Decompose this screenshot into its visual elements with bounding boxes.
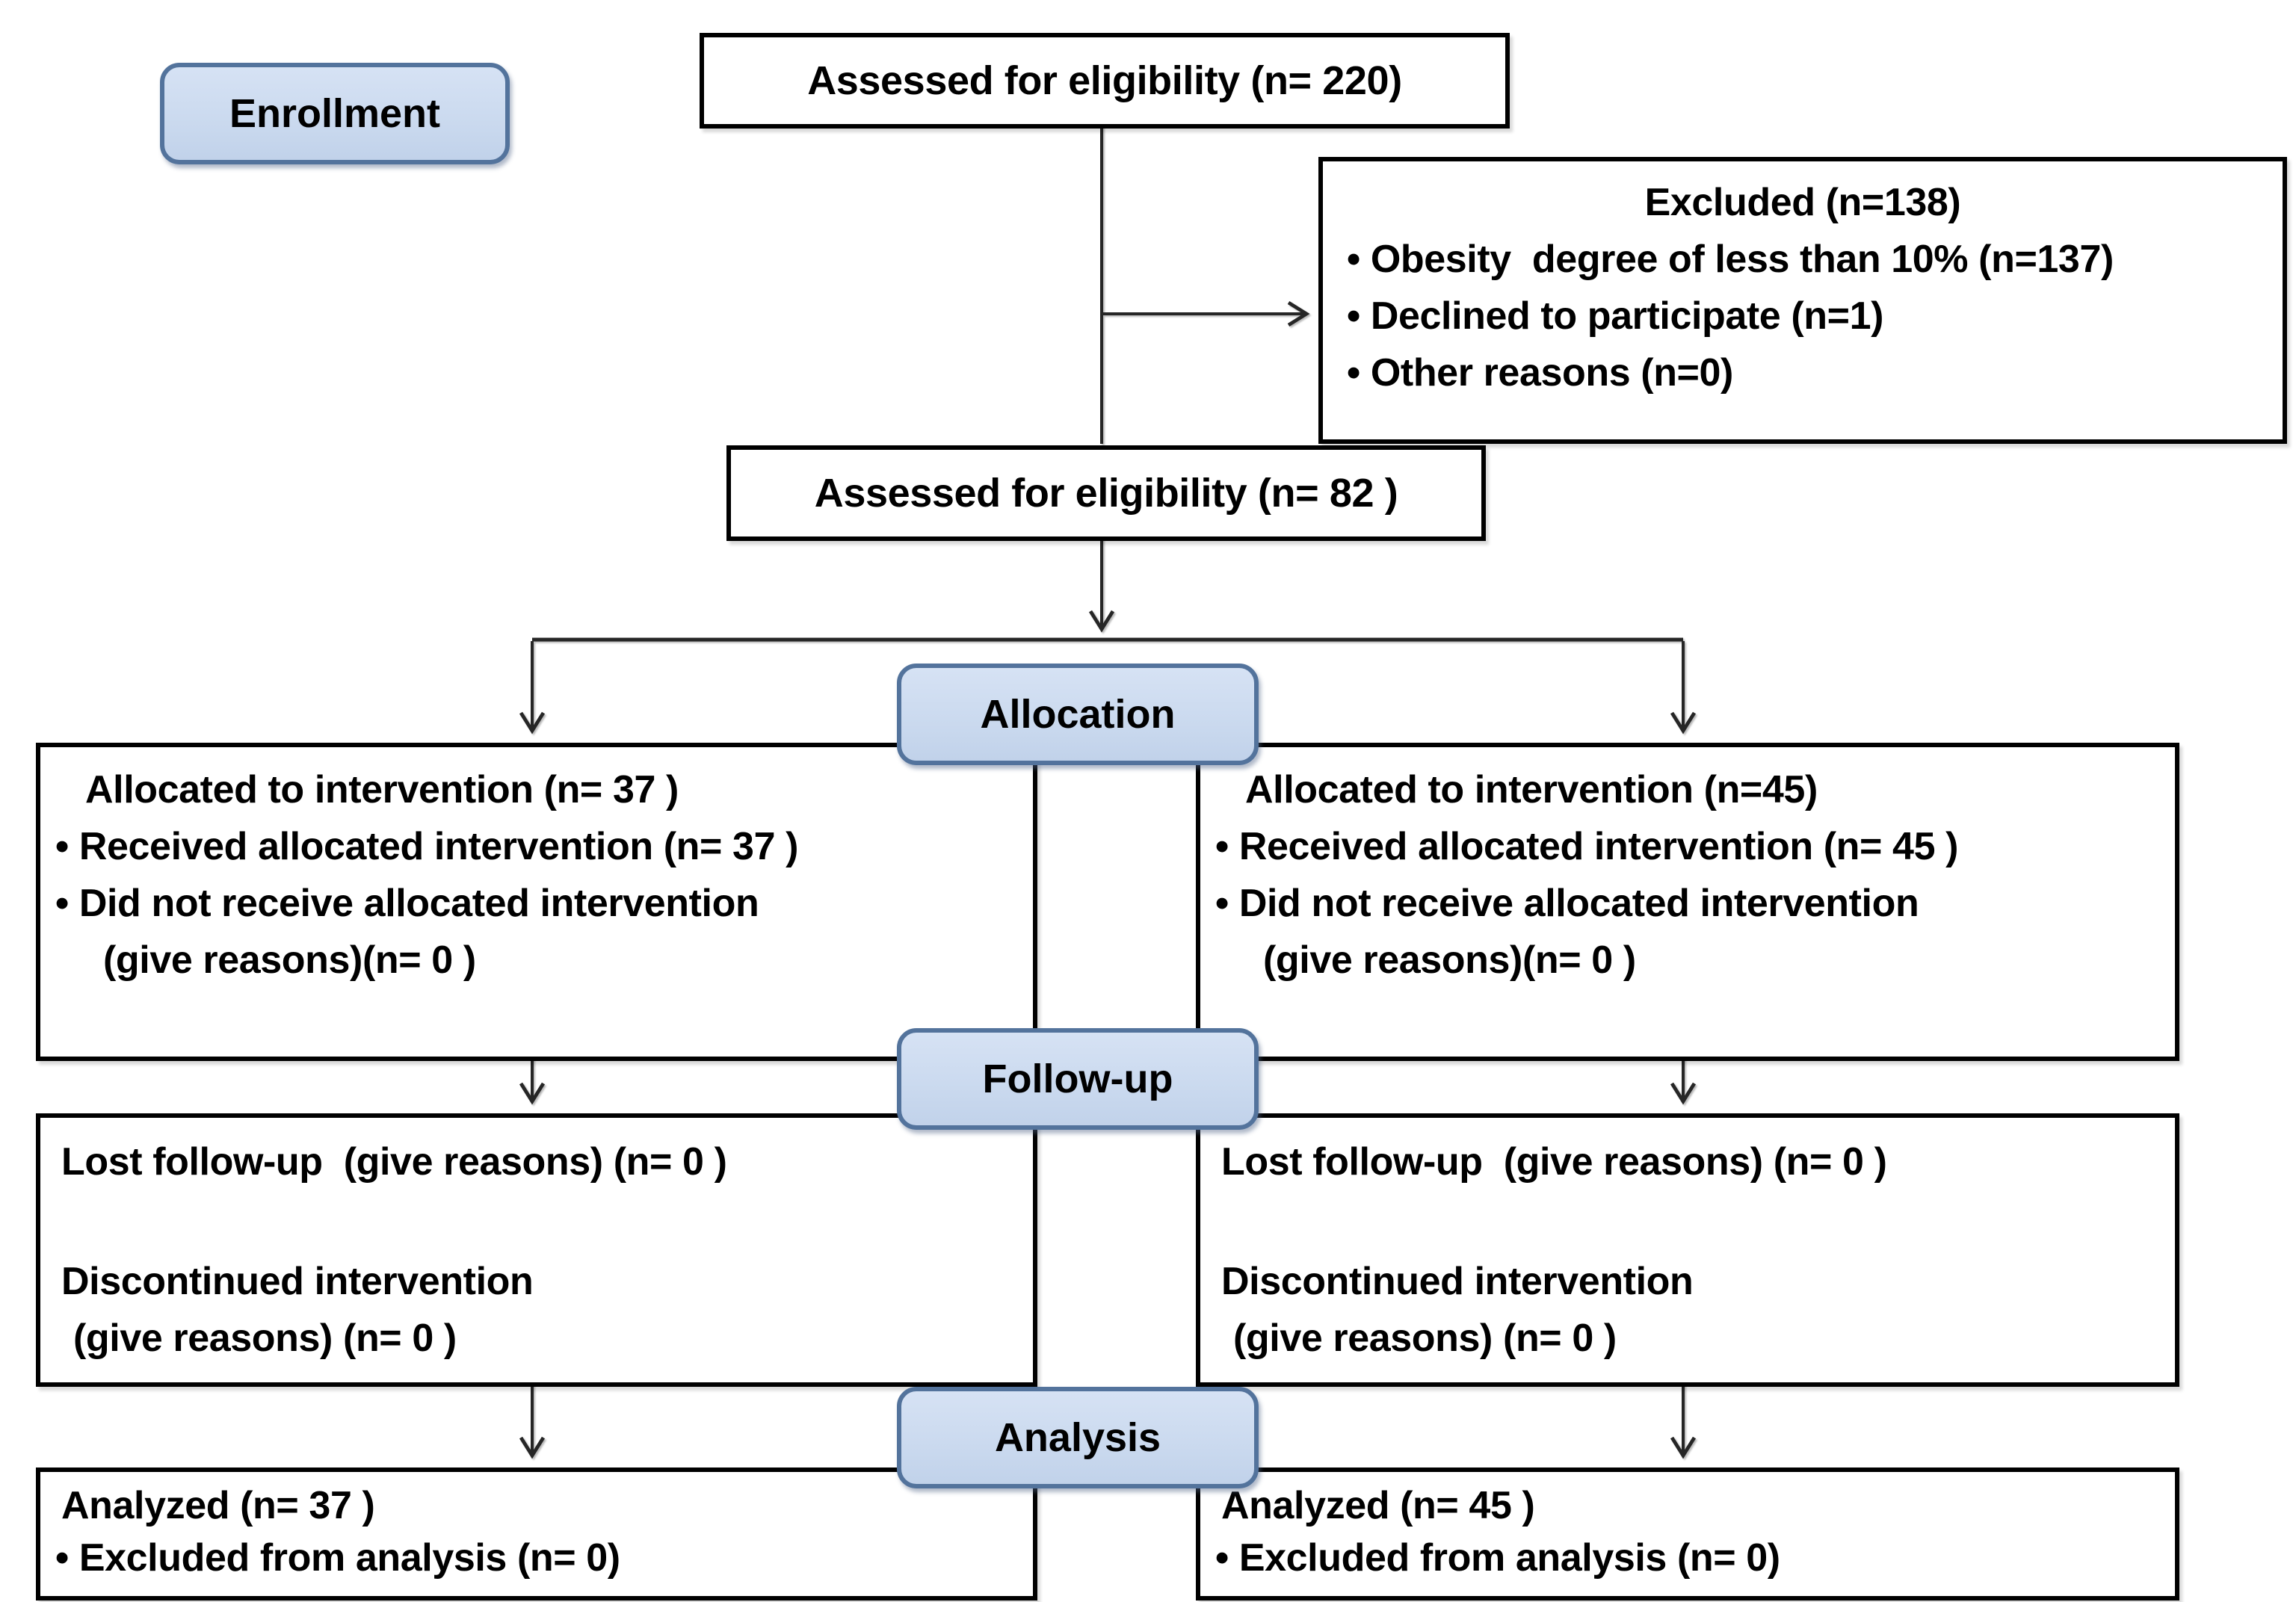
followup-right-lost: Lost follow-up (give reasons) (n= 0 ) (1221, 1139, 1887, 1184)
followup-left-continuation: (give reasons) (n= 0 ) (73, 1315, 457, 1360)
analyzed-right-box: Analyzed (n= 45 ) • Excluded from analys… (1196, 1468, 2179, 1601)
excluded-box: Excluded (n=138) • Obesity degree of les… (1318, 157, 2287, 444)
followup-stage-label: Follow-up (897, 1028, 1259, 1130)
allocated-right-continuation: (give reasons)(n= 0 ) (1263, 937, 1636, 982)
followup-right-discontinued: Discontinued intervention (1221, 1258, 1694, 1303)
allocated-left-title: Allocated to intervention (n= 37 ) (85, 767, 679, 811)
followup-left-lost: Lost follow-up (give reasons) (n= 0 ) (61, 1139, 727, 1184)
allocated-left-continuation: (give reasons)(n= 0 ) (103, 937, 476, 982)
analyzed-right-title: Analyzed (n= 45 ) (1221, 1482, 1535, 1527)
followup-stage-label-text: Follow-up (982, 1056, 1173, 1101)
assessed-eligible-text: Assessed for eligibility (n= 82 ) (814, 471, 1398, 516)
followup-left-box: Lost follow-up (give reasons) (n= 0 ) Di… (36, 1113, 1037, 1387)
allocated-left-item: • Received allocated intervention (n= 37… (55, 823, 799, 868)
excluded-item: • Other reasons (n=0) (1347, 350, 1733, 395)
assessed-eligible-box: Assessed for eligibility (n= 82 ) (726, 445, 1486, 541)
analyzed-left-item: • Excluded from analysis (n= 0) (55, 1535, 620, 1580)
followup-right-continuation: (give reasons) (n= 0 ) (1233, 1315, 1617, 1360)
enrollment-stage-label: Enrollment (160, 63, 510, 164)
followup-left-discontinued: Discontinued intervention (61, 1258, 534, 1303)
allocated-left-item: • Did not receive allocated intervention (55, 880, 759, 925)
allocated-right-item: • Received allocated intervention (n= 45… (1215, 823, 1959, 868)
allocated-right-item: • Did not receive allocated intervention (1215, 880, 1919, 925)
analyzed-left-title: Analyzed (n= 37 ) (61, 1482, 375, 1527)
analysis-stage-label-text: Analysis (994, 1414, 1161, 1459)
allocation-stage-label-text: Allocation (980, 691, 1176, 736)
followup-right-box: Lost follow-up (give reasons) (n= 0 ) Di… (1196, 1113, 2179, 1387)
enrollment-stage-label-text: Enrollment (229, 90, 440, 135)
assessed-initial-text: Assessed for eligibility (n= 220) (807, 58, 1402, 103)
excluded-item: • Declined to participate (n=1) (1347, 293, 1884, 338)
allocation-stage-label: Allocation (897, 664, 1259, 765)
analyzed-left-box: Analyzed (n= 37 ) • Excluded from analys… (36, 1468, 1037, 1601)
analyzed-right-item: • Excluded from analysis (n= 0) (1215, 1535, 1780, 1580)
excluded-title: Excluded (n=138) (1644, 179, 1961, 224)
excluded-item: • Obesity degree of less than 10% (n=137… (1347, 236, 2114, 281)
allocated-right-box: Allocated to intervention (n=45) • Recei… (1196, 743, 2179, 1061)
allocated-right-title: Allocated to intervention (n=45) (1245, 767, 1818, 811)
allocated-left-box: Allocated to intervention (n= 37 ) • Rec… (36, 743, 1037, 1061)
assessed-initial-box: Assessed for eligibility (n= 220) (700, 33, 1510, 129)
analysis-stage-label: Analysis (897, 1387, 1259, 1488)
